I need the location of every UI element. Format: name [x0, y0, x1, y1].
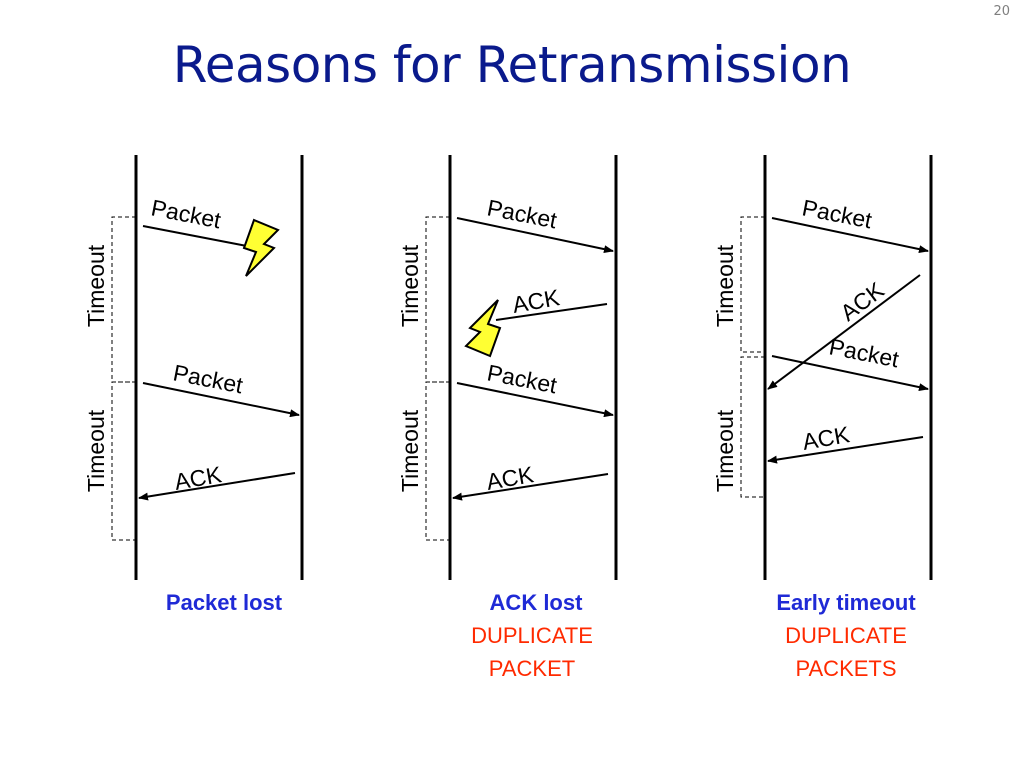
ack-label: ACK: [510, 284, 562, 318]
packet-label: Packet: [827, 333, 902, 372]
packet-label: Packet: [485, 359, 560, 398]
timeout-label: Timeout: [83, 244, 109, 327]
lightning-bolt-icon: [465, 299, 501, 357]
packet-label: Packet: [485, 194, 560, 233]
timeout-label: Timeout: [83, 409, 109, 492]
packet-arrow: [771, 217, 929, 254]
packet-arrow: [456, 382, 614, 418]
timeout-bracket: [425, 381, 450, 541]
packet-arrow-lost: [142, 225, 253, 248]
timeout-label: Timeout: [397, 244, 423, 327]
scenario-subcaption: DUPLICATE: [785, 623, 907, 648]
packet-label: Packet: [171, 359, 246, 398]
timeout-bracket: [111, 381, 136, 541]
packet-arrow: [142, 382, 300, 418]
timeout-label: Timeout: [712, 409, 738, 492]
scenario-subcaption: DUPLICATE: [471, 623, 593, 648]
packet-arrow: [456, 217, 614, 254]
timeout-bracket: [111, 216, 136, 383]
ack-arrow: [767, 436, 924, 464]
scenario-caption: ACK lost: [490, 590, 584, 615]
packet-label: Packet: [149, 194, 224, 233]
timeout-label: Timeout: [712, 244, 738, 327]
ack-arrow: [452, 473, 609, 501]
ack-arrow-lost: [495, 303, 608, 321]
timeout-bracket: [740, 356, 765, 498]
scenario-subcaption: PACKET: [489, 656, 575, 681]
timeout-label: Timeout: [397, 409, 423, 492]
scenario-ack-lost: Timeout Timeout Packet ACK Packet ACK AC…: [397, 155, 618, 681]
ack-label: ACK: [172, 461, 224, 495]
scenario-subcaption: PACKETS: [795, 656, 896, 681]
scenario-early-timeout: Timeout Timeout Packet ACK Packet ACK Ea…: [712, 155, 933, 681]
slide-number: 20: [993, 4, 1010, 19]
lightning-bolt-icon: [243, 219, 279, 277]
packet-arrow-duplicate: [771, 355, 929, 392]
scenario-caption: Packet lost: [166, 590, 283, 615]
ack-arrow-delayed: [767, 274, 921, 390]
ack-label: ACK: [484, 461, 536, 495]
timeout-bracket: [425, 216, 450, 383]
slide-title: Reasons for Retransmission: [172, 36, 852, 94]
packet-label: Packet: [800, 194, 875, 233]
scenario-packet-lost: Timeout Timeout Packet Packet ACK Packet…: [83, 155, 304, 615]
ack-arrow: [138, 472, 296, 501]
scenario-caption: Early timeout: [776, 590, 916, 615]
timeout-bracket: [740, 216, 765, 353]
